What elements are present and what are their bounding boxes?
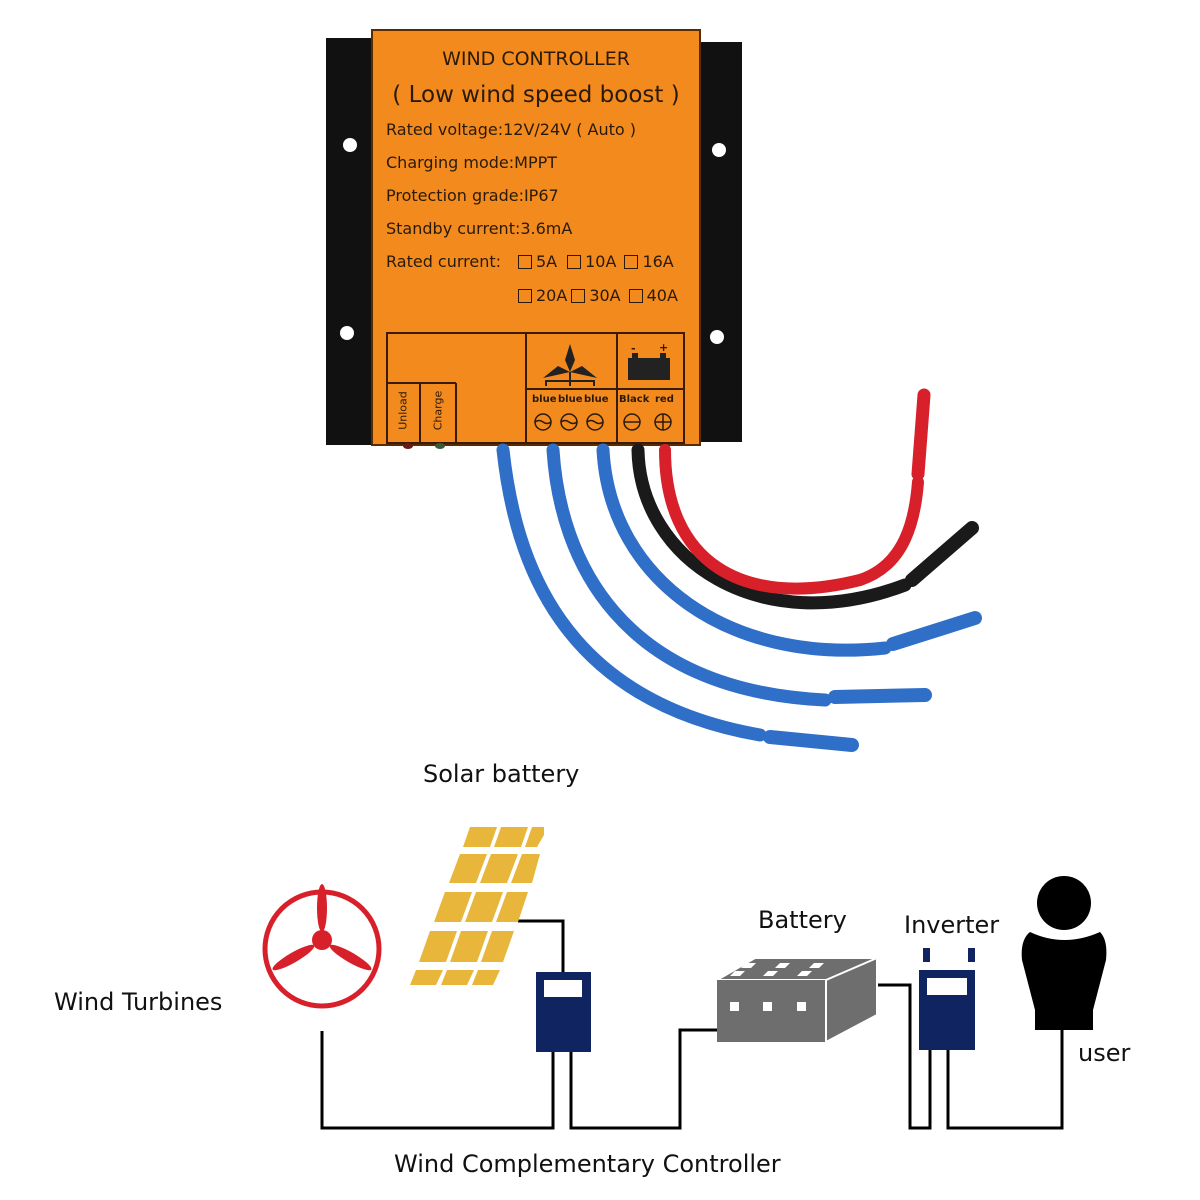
charge-led <box>435 443 445 449</box>
system-diagram <box>262 827 1107 1130</box>
solar-battery-label: Solar battery <box>423 760 580 788</box>
wire-blue-2-tip <box>828 688 932 704</box>
option-40a: 40A <box>646 286 678 305</box>
terminal-label-black: Black <box>619 394 650 405</box>
inverter-label: Inverter <box>904 911 1000 939</box>
wire-blue-1 <box>496 443 767 742</box>
wire-red <box>659 444 924 595</box>
checkbox-40a <box>628 288 643 303</box>
checkbox-16a <box>624 254 639 269</box>
mounting-hole <box>710 330 724 344</box>
user-label: user <box>1078 1039 1131 1067</box>
mounting-hole <box>712 143 726 157</box>
option-16a: 16A <box>642 252 674 271</box>
indicator-charge: Charge <box>431 390 445 431</box>
mounting-hole <box>340 326 354 340</box>
indicator-unload: Unload <box>396 391 410 430</box>
line-inverter-user <box>946 1030 1064 1130</box>
wire-blue-3 <box>596 443 892 657</box>
controller-title: WIND CONTROLLER <box>442 48 630 70</box>
checkbox-5a <box>518 254 532 269</box>
connection-lines <box>320 919 1064 1130</box>
wire-blue-3-tip <box>886 611 982 651</box>
controller-illustration <box>326 29 982 752</box>
rated-current-label: Rated current: <box>386 252 502 271</box>
line-solar-controller <box>518 919 565 972</box>
housing-left-flange <box>326 38 376 445</box>
wire-black <box>631 443 912 610</box>
option-30a: 30A <box>589 286 621 305</box>
terminal-panel <box>386 332 685 444</box>
wire-blue-2 <box>546 443 832 707</box>
terminal-screws <box>534 413 672 431</box>
option-10a: 10A <box>585 252 617 271</box>
battery-plus-sign: + <box>659 341 669 354</box>
wire-black-tip <box>905 521 979 587</box>
controller-icon <box>536 972 591 1052</box>
battery-icon <box>713 956 881 1044</box>
battery-label: Battery <box>758 906 847 934</box>
rated-current-row-1: 5A 10A 16A <box>518 252 674 271</box>
solar-panel-icon <box>410 827 544 985</box>
spec-standby-current: Standby current:3.6mA <box>386 219 573 238</box>
terminal-label-blue-3: blue <box>584 394 609 405</box>
spec-charging-mode: Charging mode:MPPT <box>386 153 558 172</box>
checkbox-30a <box>571 288 586 303</box>
mounting-hole <box>343 138 357 152</box>
checkbox-20a <box>518 288 532 303</box>
user-icon <box>1021 876 1107 1030</box>
housing-right-flange <box>700 42 742 442</box>
option-20a: 20A <box>536 286 568 305</box>
wires <box>496 388 982 752</box>
inverter-icon <box>919 948 975 1050</box>
wind-turbine-icon <box>262 884 382 1009</box>
rated-current-row-2: 20A 30A 40A <box>518 286 678 305</box>
wire-red-tip <box>911 388 931 481</box>
controller-subtitle: ( Low wind speed boost ) <box>392 82 680 108</box>
battery-terminal-icon <box>628 353 670 380</box>
wind-complementary-controller-label: Wind Complementary Controller <box>394 1150 781 1178</box>
battery-minus-sign: - <box>631 342 636 355</box>
spec-rated-voltage: Rated voltage:12V/24V ( Auto ) <box>386 120 636 139</box>
wind-turbines-label: Wind Turbines <box>54 988 223 1016</box>
terminal-label-red: red <box>655 394 674 405</box>
checkbox-10a <box>567 254 582 269</box>
spec-protection-grade: Protection grade:IP67 <box>386 186 559 205</box>
terminal-label-blue-1: blue <box>532 394 557 405</box>
line-battery-inverter <box>875 983 932 1130</box>
option-5a: 5A <box>536 252 558 271</box>
wire-blue-1-tip <box>763 730 859 752</box>
turbine-terminal-icon <box>543 344 597 386</box>
line-turbine-controller <box>320 1031 555 1130</box>
terminal-label-blue-2: blue <box>558 394 583 405</box>
line-controller-battery <box>569 1028 717 1130</box>
unload-led <box>403 443 413 449</box>
